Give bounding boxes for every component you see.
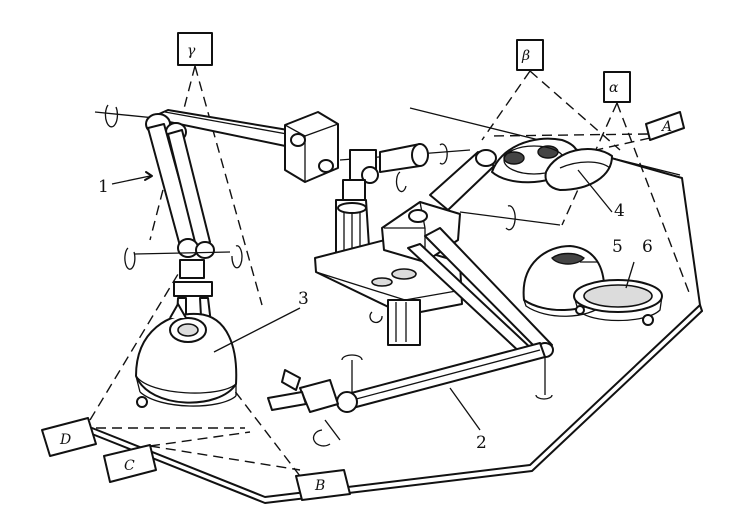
robot-arm-2 [267,149,561,447]
sensor-a-label: A [660,119,672,135]
sensor-d: D [41,245,245,457]
part-labels: 1 2 3 4 5 6 [98,177,653,453]
sensor-b-label: B [314,478,325,494]
label-5: 5 [612,237,623,257]
robot-arm-1 [94,104,339,337]
sensor-a: A [489,111,685,151]
camera-gamma-label: γ [187,43,196,59]
camera-alpha-label: α [609,80,619,96]
turntable [314,239,463,346]
part-6-tray [573,279,663,326]
label-1: 1 [98,177,109,197]
rotary-joint-unit [335,143,471,263]
sensor-c: C [103,431,251,483]
sensor-d-label: D [59,432,71,448]
sensor-b: B [149,389,351,501]
label-4: 4 [614,201,625,221]
label-2: 2 [476,433,487,453]
sensor-c-label: C [124,458,135,474]
camera-alpha: α [561,71,691,296]
part-4-cover [491,137,613,191]
object-3-housing [135,303,238,408]
leader-lines [111,169,635,431]
camera-beta: β [481,39,621,151]
label-3: 3 [298,289,309,309]
label-6: 6 [642,237,653,257]
camera-beta-label: β [521,48,530,64]
